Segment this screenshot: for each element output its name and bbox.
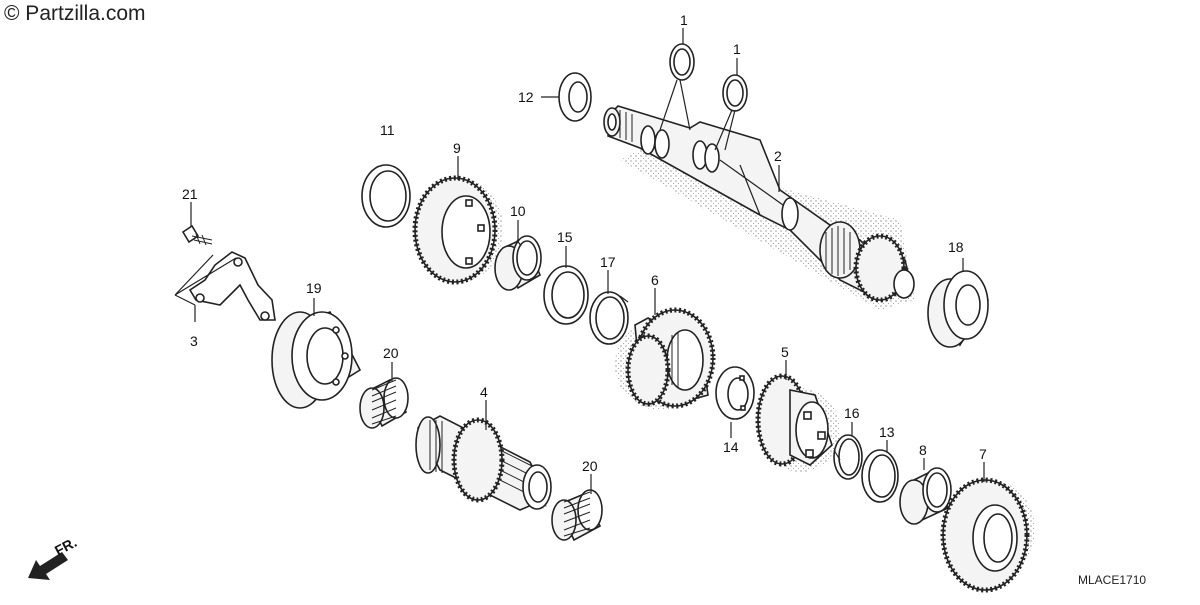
callout-2[interactable]: 2 (774, 148, 782, 164)
callout-3[interactable]: 3 (190, 333, 198, 349)
countershaft-gear-4[interactable] (415, 415, 552, 511)
callout-4[interactable]: 4 (480, 384, 488, 400)
callout-7[interactable]: 7 (979, 446, 987, 462)
callout-8[interactable]: 8 (919, 442, 927, 458)
callout-9[interactable]: 9 (453, 140, 461, 156)
splined-washer-14[interactable] (715, 366, 755, 420)
diagram-code: MLACE1710 (1078, 573, 1147, 587)
ball-bearing-19[interactable] (271, 310, 362, 409)
callout-20a[interactable]: 20 (383, 345, 399, 361)
callout-15[interactable]: 15 (557, 229, 573, 245)
needle-bearing-20b[interactable] (551, 489, 603, 542)
callout-6[interactable]: 6 (651, 272, 659, 288)
callout-1b[interactable]: 1 (733, 41, 741, 57)
snap-ring-16[interactable] (833, 434, 863, 480)
front-direction-arrow: FR. (28, 534, 79, 580)
snap-ring-17[interactable] (589, 291, 629, 345)
callout-leaders (190, 28, 985, 494)
gear-6[interactable] (615, 307, 716, 410)
callout-10[interactable]: 10 (510, 203, 526, 219)
mainshaft[interactable] (603, 105, 915, 310)
gear-5[interactable] (755, 373, 840, 472)
partzilla-watermark: © Partzilla.com (4, 2, 146, 25)
thrust-washer-13[interactable] (861, 449, 899, 503)
front-arrow-label: FR. (52, 534, 79, 559)
bolt-21[interactable] (181, 224, 213, 246)
thrust-washer-15[interactable] (543, 265, 589, 325)
snap-ring-1a[interactable] (669, 43, 695, 81)
ball-bearing-18[interactable] (927, 270, 990, 348)
callout-19[interactable]: 19 (306, 280, 322, 296)
callout-17[interactable]: 17 (600, 254, 616, 270)
callout-5[interactable]: 5 (781, 344, 789, 360)
callout-labels: 1 1 2 3 4 5 6 7 8 9 10 11 12 13 14 15 16… (182, 12, 987, 474)
bushing-8[interactable] (899, 467, 952, 525)
callout-14[interactable]: 14 (723, 439, 739, 455)
snap-ring-1b[interactable] (722, 74, 748, 112)
callout-11[interactable]: 11 (380, 122, 395, 138)
thrust-washer-11[interactable] (361, 164, 411, 228)
needle-bearing-20a[interactable] (359, 377, 409, 429)
thrust-washer-12[interactable] (558, 72, 592, 122)
callout-12[interactable]: 12 (518, 89, 534, 105)
callout-20b[interactable]: 20 (582, 458, 598, 474)
ring-locator-lines (659, 79, 736, 151)
callout-1a[interactable]: 1 (680, 12, 688, 28)
callout-18[interactable]: 18 (948, 239, 964, 255)
shaft-end-gear (819, 221, 915, 303)
callout-13[interactable]: 13 (879, 424, 895, 440)
gear-7[interactable] (940, 477, 1035, 593)
gear-9[interactable] (412, 175, 503, 285)
bracket-3[interactable] (174, 251, 276, 322)
callout-21[interactable]: 21 (182, 186, 198, 202)
callout-16[interactable]: 16 (844, 405, 860, 421)
bushing-10[interactable] (494, 235, 542, 291)
